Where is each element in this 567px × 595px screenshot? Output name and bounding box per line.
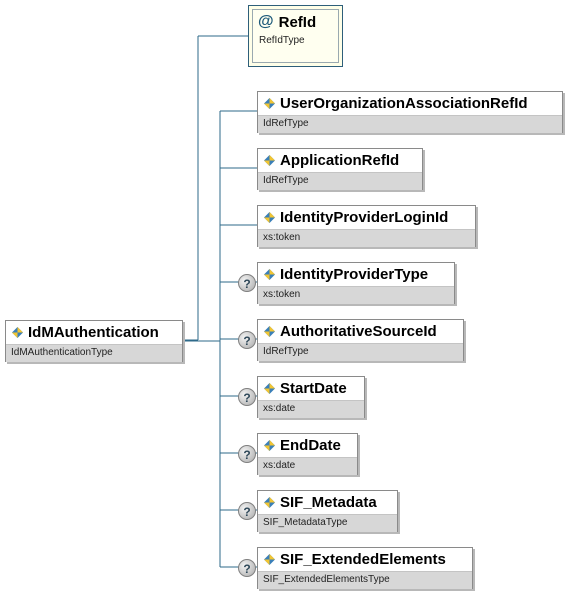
child-element-type: xs:date (258, 400, 364, 418)
child-element-name: IdentityProviderLoginId (280, 209, 449, 226)
attribute-icon: @ (258, 13, 274, 30)
child-element-name: ApplicationRefId (280, 152, 400, 169)
attribute-refid-box: @ RefId RefIdType (248, 5, 343, 67)
element-icon (264, 269, 275, 280)
optional-icon: ? (238, 559, 256, 577)
element-icon (264, 440, 275, 451)
child-element-type: IdRefType (258, 343, 463, 361)
root-element-name: IdMAuthentication (28, 324, 159, 341)
child-element-type: xs:token (258, 229, 475, 247)
child-element-type: xs:date (258, 457, 357, 475)
attribute-type: RefIdType (259, 35, 305, 46)
optional-icon: ? (238, 388, 256, 406)
element-icon (12, 327, 23, 338)
child-element-name: SIF_Metadata (280, 494, 377, 511)
element-icon (264, 497, 275, 508)
element-icon (264, 383, 275, 394)
child-element-name: AuthoritativeSourceId (280, 323, 437, 340)
child-element-name: IdentityProviderType (280, 266, 429, 283)
child-element-type: SIF_ExtendedElementsType (258, 571, 472, 589)
element-icon (264, 326, 275, 337)
root-element-type: IdMAuthenticationType (6, 344, 182, 362)
root-element-box: IdMAuthentication IdMAuthenticationType (5, 320, 183, 362)
child-element-name: SIF_ExtendedElements (280, 551, 446, 568)
element-icon (264, 98, 275, 109)
child-element-type: xs:token (258, 286, 454, 304)
child-element-name: EndDate (280, 437, 341, 454)
element-icon (264, 212, 275, 223)
element-icon (264, 554, 275, 565)
child-element-box: EndDate xs:date (257, 433, 358, 475)
optional-icon: ? (238, 502, 256, 520)
element-icon (264, 155, 275, 166)
child-element-box: IdentityProviderType xs:token (257, 262, 455, 304)
optional-icon: ? (238, 274, 256, 292)
child-element-type: SIF_MetadataType (258, 514, 397, 532)
child-element-type: IdRefType (258, 172, 422, 190)
optional-icon: ? (238, 331, 256, 349)
child-element-type: IdRefType (258, 115, 562, 133)
optional-icon: ? (238, 445, 256, 463)
child-element-name: StartDate (280, 380, 347, 397)
attribute-name: RefId (278, 13, 317, 31)
child-element-box: StartDate xs:date (257, 376, 365, 418)
child-element-box: IdentityProviderLoginId xs:token (257, 205, 476, 247)
child-element-name: UserOrganizationAssociationRefId (280, 95, 528, 112)
